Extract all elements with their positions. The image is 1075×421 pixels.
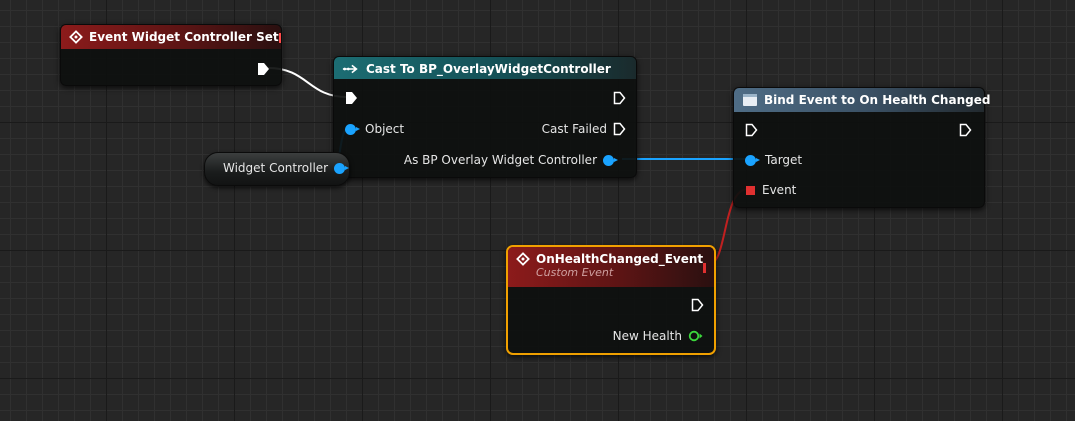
cast-failed-label: Cast Failed xyxy=(541,122,607,136)
cast-node-title: Cast To BP_OverlayWidgetController xyxy=(366,62,611,76)
exec-output-pin[interactable] xyxy=(613,91,626,105)
delegate-output-pin[interactable] xyxy=(278,33,281,43)
event-diamond-icon xyxy=(516,252,530,266)
object-pin-label: Object xyxy=(365,122,405,136)
event-node-header[interactable]: Event Widget Controller Set xyxy=(61,25,281,49)
delegate-output-pin[interactable] xyxy=(703,263,706,273)
widget-controller-variable-node[interactable]: Widget Controller xyxy=(204,152,350,186)
cast-node-header[interactable]: Cast To BP_OverlayWidgetController xyxy=(334,57,636,79)
exec-output-pin[interactable] xyxy=(959,123,972,137)
event-input-row[interactable]: Event xyxy=(746,183,796,197)
new-health-row[interactable]: New Health xyxy=(613,329,704,343)
bind-event-node-title: Bind Event to On Health Changed xyxy=(764,93,991,107)
exec-output-pin[interactable] xyxy=(691,298,704,312)
object-input-row[interactable]: Object xyxy=(345,122,404,136)
cast-failed-row[interactable]: Cast Failed xyxy=(542,122,626,136)
event-widget-controller-set-node[interactable]: Event Widget Controller Set xyxy=(60,24,282,86)
widget-controller-label: Widget Controller xyxy=(223,161,329,175)
event-node-title: Event Widget Controller Set xyxy=(89,30,279,44)
event-delegate-input-pin[interactable] xyxy=(746,185,755,195)
event-pin-label: Event xyxy=(762,183,797,197)
exec-output-pin[interactable] xyxy=(257,62,270,76)
exec-input-pin[interactable] xyxy=(745,123,758,137)
object-input-pin[interactable] xyxy=(345,123,360,135)
target-input-pin[interactable] xyxy=(745,154,760,166)
target-input-row[interactable]: Target xyxy=(745,153,802,167)
function-icon xyxy=(743,94,757,106)
exec-input-pin[interactable] xyxy=(345,91,358,105)
bind-event-node[interactable]: Bind Event to On Health Changed Target E… xyxy=(733,87,990,208)
widget-controller-output-pin[interactable] xyxy=(334,162,350,174)
as-controller-row[interactable]: As BP Overlay Widget Controller xyxy=(403,153,618,167)
custom-event-subtitle: Custom Event xyxy=(536,266,614,279)
custom-event-node-header[interactable]: OnHealthChanged_Event Custom Event xyxy=(508,247,714,287)
cast-arrow-icon xyxy=(342,64,358,74)
event-diamond-icon xyxy=(69,30,83,44)
target-pin-label: Target xyxy=(765,153,803,167)
cast-failed-exec-pin[interactable] xyxy=(613,122,626,136)
as-controller-label: As BP Overlay Widget Controller xyxy=(403,153,597,167)
bind-event-node-header[interactable]: Bind Event to On Health Changed xyxy=(734,88,990,112)
custom-event-title: OnHealthChanged_Event xyxy=(536,252,704,266)
on-health-changed-event-node[interactable]: OnHealthChanged_Event Custom Event New H… xyxy=(506,245,716,355)
as-controller-output-pin[interactable] xyxy=(603,154,618,166)
new-health-label: New Health xyxy=(612,329,682,343)
widget-controller-row[interactable]: Widget Controller xyxy=(223,161,350,175)
cast-node[interactable]: Cast To BP_OverlayWidgetController Objec… xyxy=(333,56,637,178)
new-health-float-pin[interactable] xyxy=(688,330,704,342)
